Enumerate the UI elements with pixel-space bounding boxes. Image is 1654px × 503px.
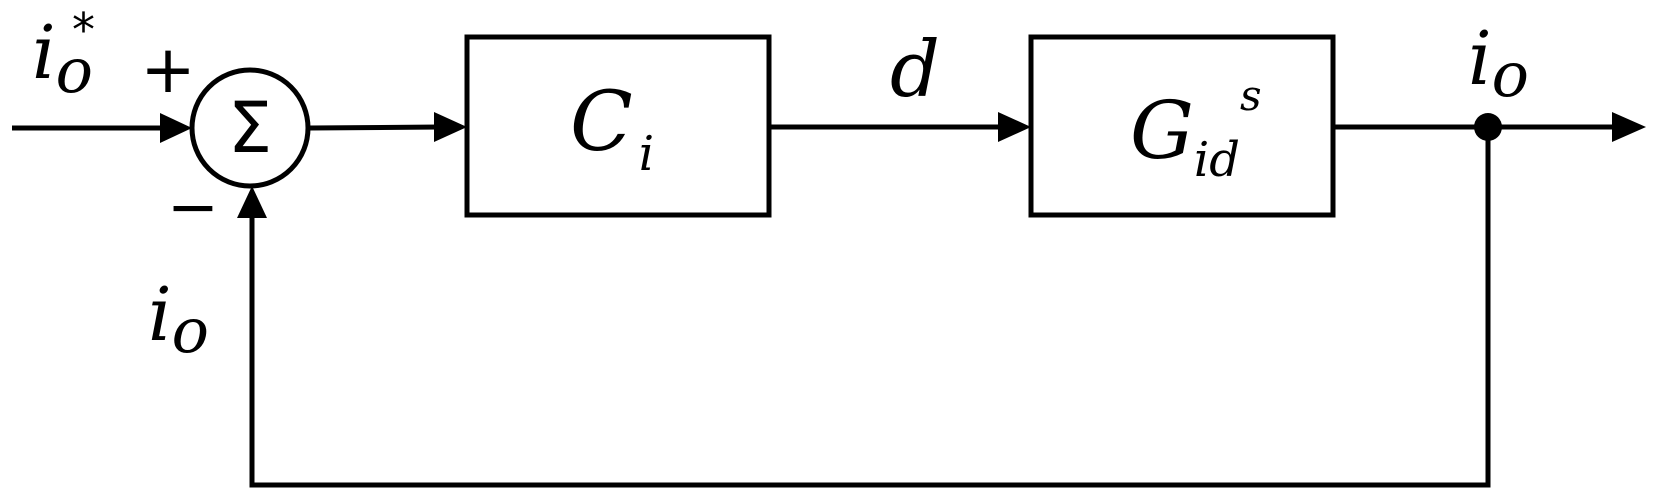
feedback-arrowhead — [237, 186, 267, 218]
feedback-signal-base: i — [148, 272, 172, 358]
output-signal-base: i — [1468, 16, 1492, 102]
plus-sign: + — [140, 31, 195, 108]
feedback-wire — [249, 127, 1491, 488]
controller-block-sub: i — [639, 126, 654, 182]
output-arrowhead — [1612, 112, 1646, 142]
feedback-signal-sub: o — [172, 294, 209, 367]
summing-junction-symbol: Σ — [228, 87, 272, 169]
plant-block — [1028, 34, 1336, 218]
output-signal-label: io — [1468, 16, 1529, 111]
plant-block-base: G — [1130, 84, 1194, 177]
duty-signal-label: d — [890, 25, 940, 115]
output-signal-sub: o — [1492, 38, 1529, 111]
input-signal-label: io — [32, 10, 93, 107]
input-signal-base: i — [32, 10, 56, 96]
plant-input-arrowhead — [998, 112, 1031, 142]
plant-block-sub: id — [1194, 132, 1240, 188]
plant-block-sup: s — [1240, 71, 1262, 120]
plant-block-label: Gid — [1130, 84, 1240, 188]
controller-block-base: C — [570, 75, 633, 170]
minus-sign: − — [167, 170, 219, 243]
controller-block — [464, 34, 772, 218]
controller-input-arrowhead — [434, 112, 467, 142]
input-arrowhead — [160, 113, 192, 143]
input-signal-sub: o — [56, 34, 93, 107]
summing-junction-circle — [189, 67, 311, 189]
feedback-signal-label: io — [148, 272, 209, 367]
input-signal-sup: * — [72, 3, 95, 57]
junction-to-controller-wire — [309, 124, 441, 131]
